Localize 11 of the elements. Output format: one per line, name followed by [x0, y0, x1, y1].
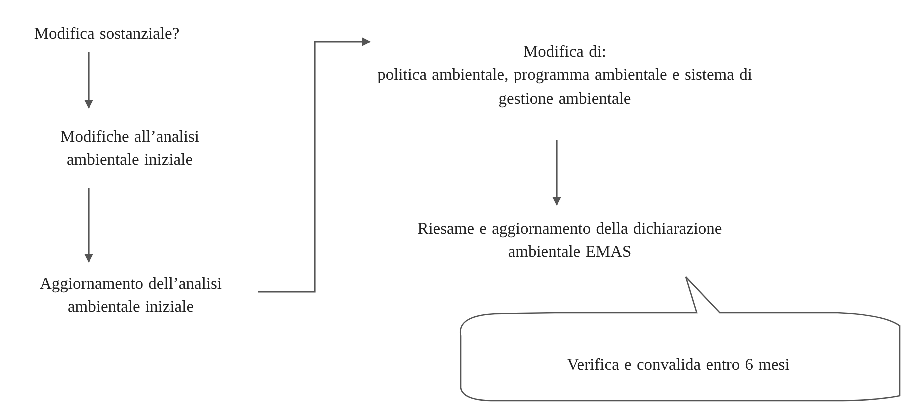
arrow — [258, 38, 371, 293]
node-text: politica ambientale, programma ambientale e sistema di gestione ambientale — [376, 64, 754, 110]
node-text: Modifiche all’analisi ambientale iniziale — [60, 126, 200, 171]
node-text: Verifica e convalida entro 6 mesi — [567, 354, 790, 376]
node-text: Modifica di: — [523, 41, 607, 64]
arrow — [84, 52, 94, 109]
arrow — [84, 188, 94, 263]
node-text: Riesame e aggiornamento della dichiarazione ambientale EMAS — [416, 218, 724, 263]
node-text: Aggiornamento dell’analisi ambientale iniziale — [39, 272, 223, 318]
node-text: Modifica sostanziale? — [34, 23, 180, 46]
arrow — [552, 140, 562, 206]
